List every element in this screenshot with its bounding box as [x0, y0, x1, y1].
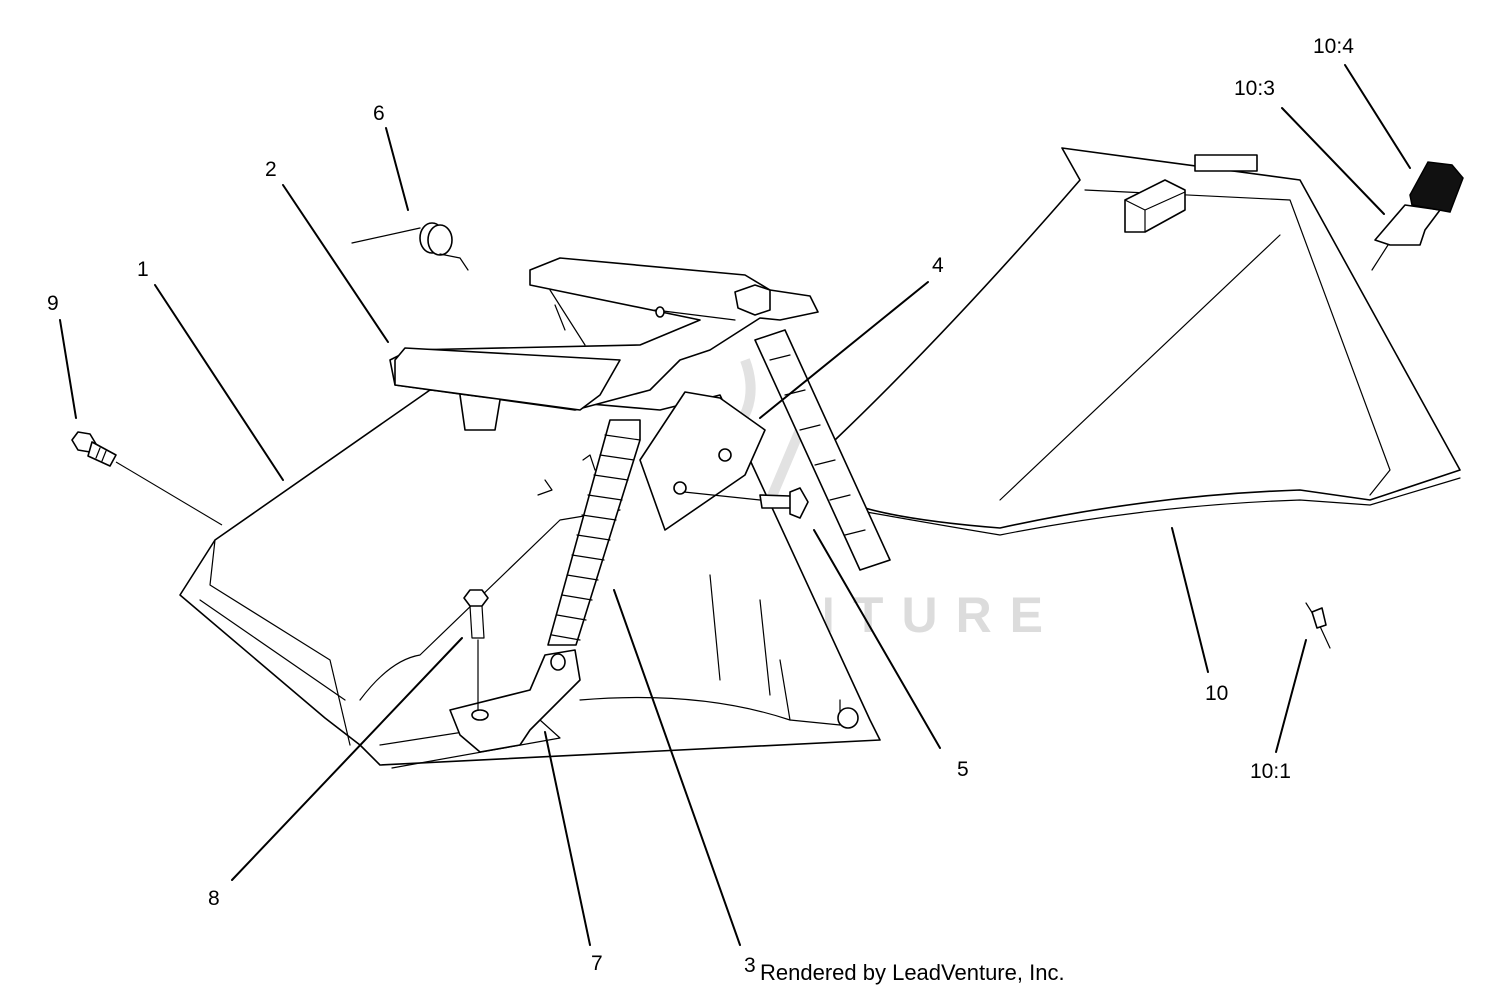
callout-10-1: 10:1 — [1250, 760, 1291, 783]
callout-8: 8 — [208, 887, 220, 910]
bolt-9 — [71, 431, 223, 526]
leader-10 — [1171, 527, 1209, 673]
hinge-bracket — [639, 329, 891, 571]
rivet — [1305, 602, 1331, 649]
callout-10-3: 10:3 — [1234, 77, 1275, 100]
callout-3: 3 — [744, 954, 756, 977]
leader-9 — [59, 319, 77, 419]
bolt-8 — [463, 589, 489, 711]
callout-6: 6 — [373, 102, 385, 125]
discharge-chute — [834, 147, 1461, 536]
callout-2: 2 — [265, 158, 277, 181]
callout-5: 5 — [957, 758, 969, 781]
leader-4 — [759, 281, 929, 419]
callout-7: 7 — [591, 952, 603, 975]
leader-10-4 — [1344, 64, 1411, 169]
leader-5 — [813, 529, 941, 749]
callout-10: 10 — [1205, 682, 1228, 705]
spring — [547, 419, 641, 646]
callout-1: 1 — [137, 258, 149, 281]
callout-10-4: 10:4 — [1313, 35, 1354, 58]
leader-3 — [613, 589, 741, 946]
callout-9: 9 — [47, 292, 59, 315]
bolt-5 — [683, 487, 809, 519]
deflector-handle — [389, 257, 819, 431]
credit-text: Rendered by LeadVenture, Inc. — [760, 960, 1065, 985]
leader-8 — [231, 637, 463, 881]
mount-plate — [449, 649, 581, 753]
leader-lines — [59, 64, 1411, 946]
black-cap — [1409, 161, 1464, 213]
leader-7 — [544, 731, 591, 946]
leader-2 — [282, 184, 389, 343]
leader-10-3 — [1281, 107, 1385, 215]
leader-10-1 — [1275, 639, 1307, 753]
leader-1 — [154, 284, 284, 481]
leader-6 — [385, 127, 409, 211]
torsion-spring — [351, 222, 469, 271]
chute-bracket — [1371, 204, 1441, 271]
callout-4: 4 — [932, 254, 944, 277]
callouts: 1 2 3 4 5 6 7 8 9 10 10:1 10:3 10:4 — [47, 35, 1354, 977]
